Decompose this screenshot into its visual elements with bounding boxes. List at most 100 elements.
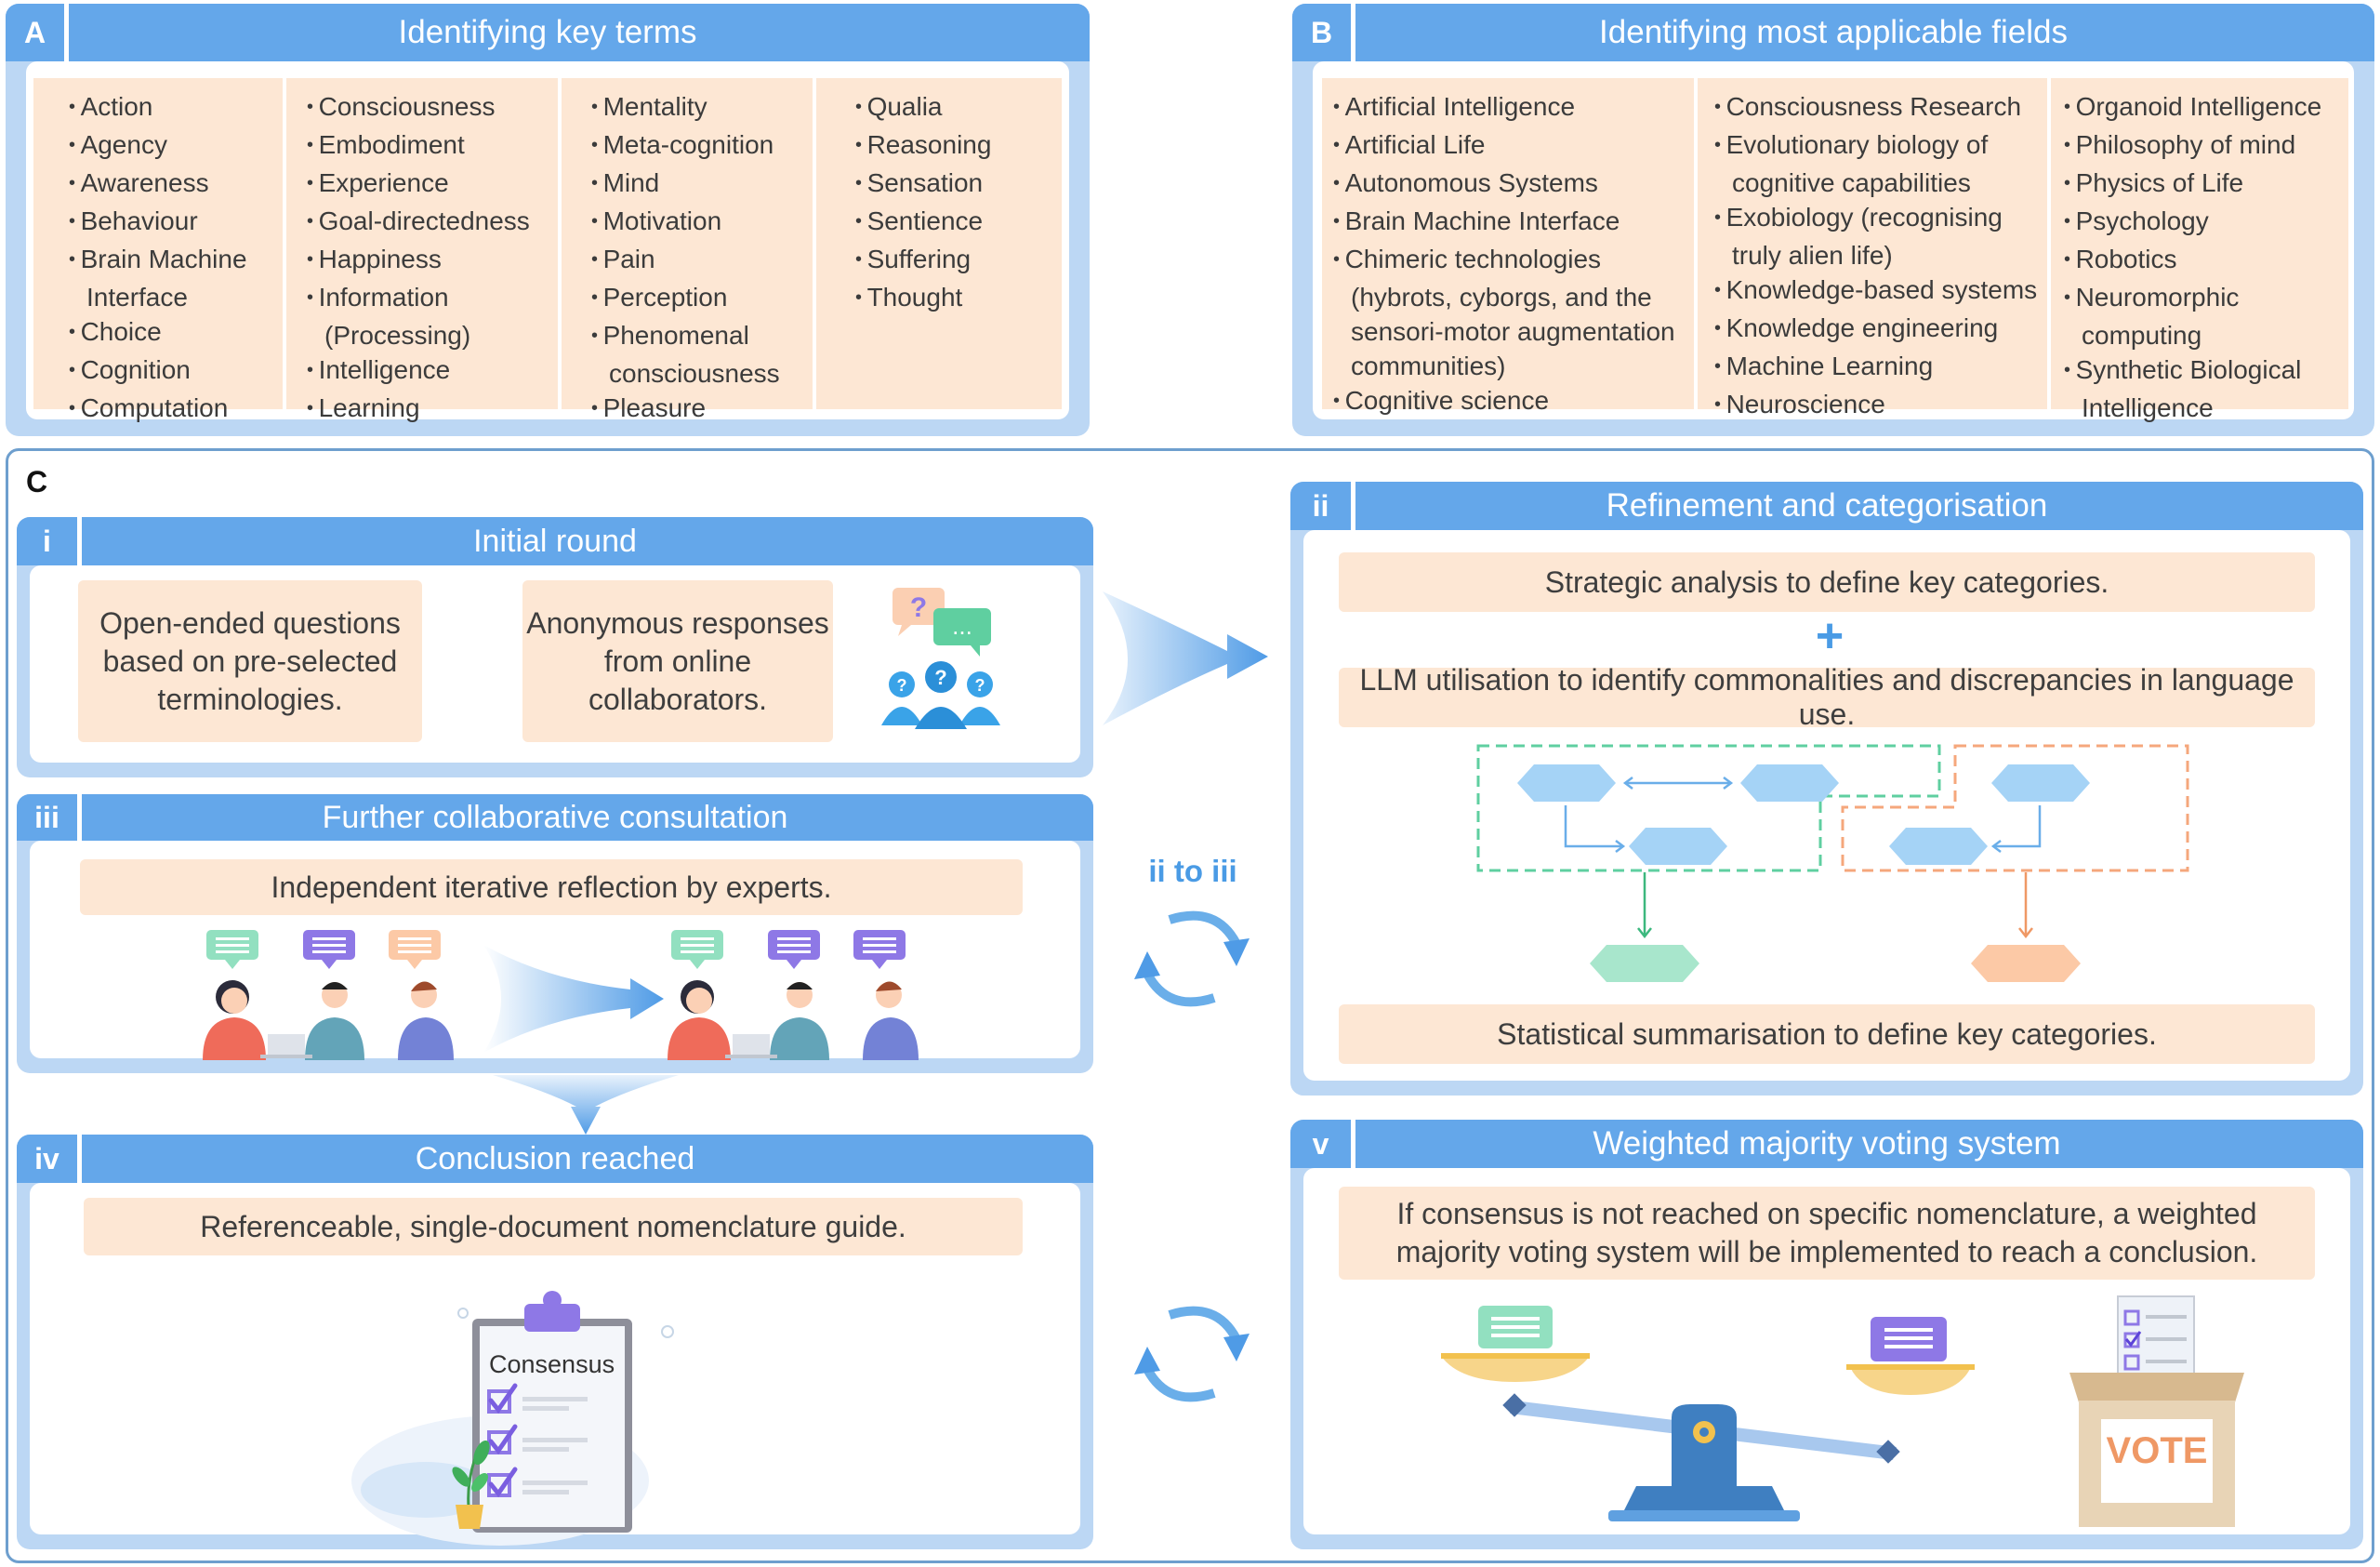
panel-a: Identifying key terms A ActionAgencyAwar… — [6, 4, 1090, 436]
svg-text:?: ? — [897, 676, 907, 695]
step-iii-panel: Further collaborative consultation iii I… — [17, 794, 1093, 1073]
field-item: Neuromorphic computing — [2064, 280, 2347, 352]
panel-b: Identifying most applicable fields B Art… — [1292, 4, 2374, 436]
panel-a-title: Identifying key terms — [398, 14, 697, 50]
step-i-title: Initial round — [473, 523, 637, 559]
step-ii-title: Refinement and categorisation — [1606, 487, 2048, 524]
step-ii-body — [1303, 530, 2350, 1081]
key-term-item: Learning — [307, 391, 549, 429]
panel-a-header: Identifying key terms — [6, 4, 1090, 61]
key-term-item: Suffering — [855, 242, 1051, 280]
field-item: Machine Learning — [1714, 349, 2044, 387]
arrow-iii-to-iv-icon — [493, 1075, 679, 1135]
key-term-item: Sentience — [855, 204, 1051, 242]
field-item: Physics of Life — [2064, 166, 2347, 204]
field-item: Exobiology (recognising truly alien life… — [1714, 200, 2044, 272]
vote-label: VOTE — [2106, 1430, 2208, 1471]
llm-utilisation-box: LLM utilisation to identify commonalitie… — [1339, 663, 2315, 731]
key-term-item: Reasoning — [855, 127, 1051, 166]
step-ii-tag: ii — [1290, 482, 1355, 530]
key-terms-column-3: MentalityMeta-cognitionMindMotivationPai… — [562, 78, 813, 422]
step-iii-title: Further collaborative consultation — [322, 799, 788, 835]
independent-reflection-box: Independent iterative reflection by expe… — [80, 859, 1023, 915]
step-ii-panel: Refinement and categorisation ii Strateg… — [1290, 482, 2363, 1096]
key-term-item: Phenomenal consciousness — [591, 318, 807, 391]
refresh-cycle-icon-2 — [1134, 1306, 1250, 1402]
checklist-icon — [487, 1383, 588, 1498]
step-v-header: Weighted majority voting system — [1290, 1120, 2363, 1168]
key-term-item: Computation — [69, 391, 278, 429]
field-item: Chimeric technologies (hybrots, cyborgs,… — [1333, 242, 1691, 383]
field-item: Artificial Life — [1333, 127, 1691, 166]
key-term-item: Mind — [591, 166, 807, 204]
arrow-i-to-ii-icon — [1103, 591, 1268, 725]
field-item: Knowledge-based systems — [1714, 272, 2044, 311]
key-term-item: Choice — [69, 314, 278, 352]
svg-text:?: ? — [934, 666, 946, 689]
field-item: Robotics — [2064, 242, 2347, 280]
categorisation-flow-diagram — [1476, 744, 2189, 982]
panel-b-tag: B — [1292, 4, 1355, 61]
field-item: Autonomous Systems — [1333, 166, 1691, 204]
key-term-item: Pain — [591, 242, 807, 280]
panel-c-tag: C — [26, 465, 48, 498]
field-item: Neuroscience — [1714, 387, 2044, 425]
key-term-item: Embodiment — [307, 127, 549, 166]
strategic-analysis-box: Strategic analysis to define key categor… — [1339, 552, 2315, 612]
step-iii-tag: iii — [17, 794, 82, 841]
key-term-item: Qualia — [855, 89, 1051, 127]
field-item: Artificial Intelligence — [1333, 89, 1691, 127]
key-term-item: Information (Processing) — [307, 280, 549, 352]
step-v-panel: Weighted majority voting system v If con… — [1290, 1120, 2363, 1549]
clipboard-consensus-label: Consensus — [489, 1350, 615, 1378]
step-ii-header: Refinement and categorisation — [1290, 482, 2363, 530]
panel-b-title: Identifying most applicable fields — [1599, 14, 2068, 50]
step-v-tag: v — [1290, 1120, 1355, 1168]
online-collaborators-icon: ? ... ? ? ? — [881, 588, 1000, 729]
fields-column-3: Organoid IntelligencePhilosophy of mindP… — [2051, 78, 2348, 422]
step-iv-header: Conclusion reached — [17, 1135, 1093, 1183]
key-terms-column-4: QualiaReasoningSensationSentienceSufferi… — [816, 78, 1062, 409]
key-term-item: Cognition — [69, 352, 278, 391]
key-term-item: Brain Machine Interface — [69, 242, 278, 314]
key-term-item: Behaviour — [69, 204, 278, 242]
key-term-item: Happiness — [307, 242, 549, 280]
key-term-item: Sensation — [855, 166, 1051, 204]
statistical-summarisation-box: Statistical summarisation to define key … — [1339, 1004, 2315, 1064]
key-term-item: Motivation — [591, 204, 807, 242]
key-term-item: Awareness — [69, 166, 278, 204]
key-term-item: Goal-directedness — [307, 204, 549, 242]
step-i-panel: Initial round i Open-ended questions bas… — [17, 517, 1093, 777]
step-iii-header: Further collaborative consultation — [17, 794, 1093, 841]
step-i-tag: i — [17, 517, 82, 565]
field-item: Consciousness Research — [1714, 89, 2044, 127]
panel-c — [6, 448, 2374, 1563]
experts-discussion-icon-2 — [668, 930, 919, 1060]
iteration-arrow-icon — [483, 945, 664, 1053]
step-iv-title: Conclusion reached — [415, 1140, 695, 1176]
key-term-item: Consciousness — [307, 89, 549, 127]
field-item: Evolutionary biology of cognitive capabi… — [1714, 127, 2044, 200]
plant-icon — [452, 1440, 490, 1529]
key-terms-column-1: ActionAgencyAwarenessBehaviourBrain Mach… — [33, 78, 283, 422]
key-term-item: Meta-cognition — [591, 127, 807, 166]
panel-b-header: Identifying most applicable fields — [1292, 4, 2374, 61]
key-terms-column-2: ConsciousnessEmbodimentExperienceGoal-di… — [286, 78, 558, 422]
open-ended-questions-box: Open-ended questions based on pre-select… — [78, 580, 422, 742]
refresh-cycle-icon — [1134, 910, 1250, 1007]
svg-text:?: ? — [975, 676, 985, 695]
voting-explanation-box: If consensus is not reached on specific … — [1339, 1187, 2315, 1280]
consensus-clipboard-icon — [351, 1291, 674, 1546]
plus-icon: + — [1815, 609, 1844, 663]
weighted-scale-icon — [1441, 1306, 1975, 1521]
field-item: Knowledge engineering — [1714, 311, 2044, 349]
key-term-item: Experience — [307, 166, 549, 204]
ballot-box-icon — [2069, 1295, 2244, 1527]
key-term-item: Perception — [591, 280, 807, 318]
panel-a-tag: A — [6, 4, 69, 61]
key-term-item: Thought — [855, 280, 1051, 318]
key-term-item: Action — [69, 89, 278, 127]
field-item: Organoid Intelligence — [2064, 89, 2347, 127]
step-v-title: Weighted majority voting system — [1593, 1125, 2061, 1162]
key-term-item: Intelligence — [307, 352, 549, 391]
